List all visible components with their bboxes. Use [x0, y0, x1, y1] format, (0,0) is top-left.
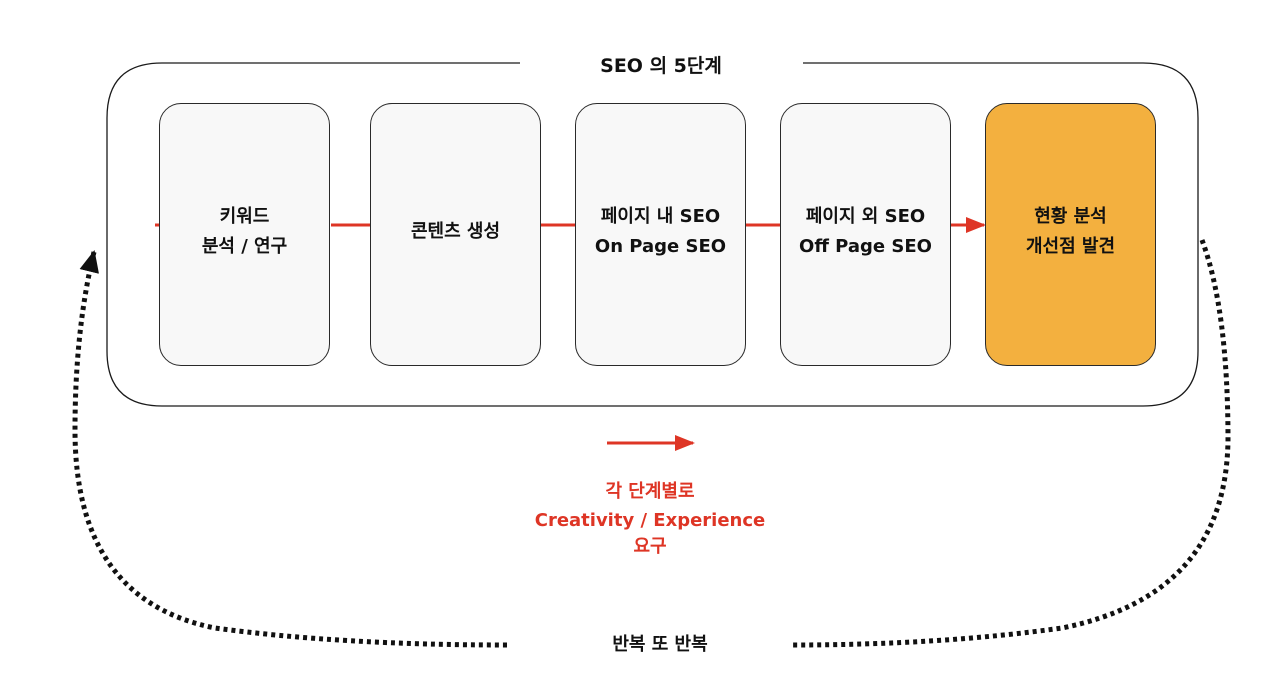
note-line-1: 각 단계별로: [605, 481, 695, 502]
stage-card-keyword-research: 키워드 분석 / 연구: [159, 103, 330, 366]
note-line-3: 요구: [633, 536, 667, 557]
stage-label-line1: 페이지 내 SEO: [600, 205, 721, 227]
repeat-loop-left: [72, 250, 508, 648]
repeat-label: 반복 또 반복: [612, 634, 708, 655]
note-line-2: Creativity / Experience: [534, 510, 766, 531]
stage-label-line1: 키워드: [219, 205, 270, 227]
stage-card-off-page-seo: 페이지 외 SEO Off Page SEO: [780, 103, 951, 366]
stage-label-line1: 페이지 외 SEO: [805, 205, 926, 227]
stage-label-line2: 개선점 발견: [1025, 235, 1116, 257]
stage-label-line2: 분석 / 연구: [201, 235, 288, 257]
stage-label-line2: Off Page SEO: [799, 235, 932, 257]
stage-card-analysis: 현황 분석 개선점 발견: [985, 103, 1156, 366]
diagram-title: SEO 의 5단계: [600, 55, 722, 77]
stage-card-on-page-seo: 페이지 내 SEO On Page SEO: [575, 103, 746, 366]
stage-label-line2: On Page SEO: [594, 235, 727, 257]
stage-label-line1: 콘텐츠 생성: [410, 220, 501, 242]
repeat-loop-right: [792, 239, 1231, 648]
stage-card-content-creation: 콘텐츠 생성: [370, 103, 541, 366]
stage-label-line1: 현황 분석: [1034, 205, 1107, 227]
stages-container: [106, 62, 1199, 407]
